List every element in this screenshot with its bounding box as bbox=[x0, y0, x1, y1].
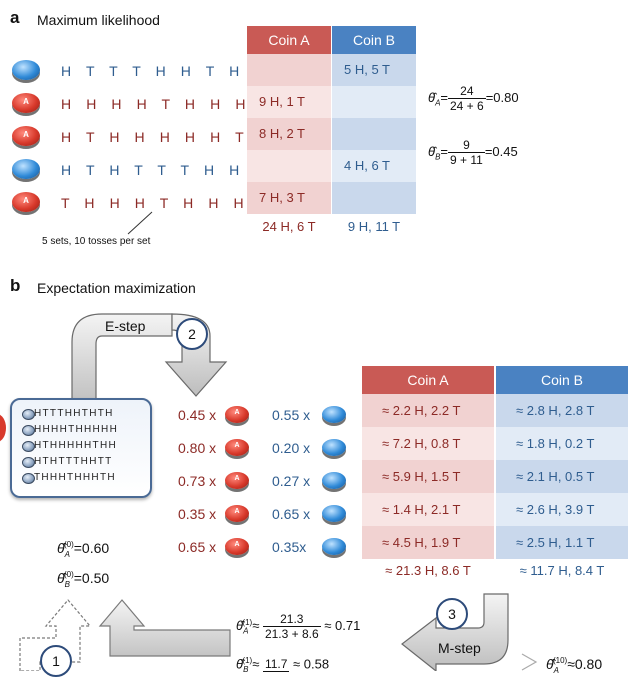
weight-a: 0.80 x bbox=[178, 440, 217, 456]
table-cell: ≈ 2.5 H, 1.1 T bbox=[496, 526, 628, 559]
update-arrows bbox=[19, 599, 231, 671]
table-cell: 9 H, 1 T bbox=[247, 86, 331, 118]
step-1-badge: 1 bbox=[40, 645, 72, 677]
mini-sequence: THHHTHHHTH bbox=[22, 472, 116, 484]
table-cell: 5 H, 5 T bbox=[332, 54, 416, 86]
note-pointer bbox=[127, 211, 153, 235]
table-cell: 4 H, 6 T bbox=[332, 150, 416, 182]
m-step-arrow bbox=[401, 593, 509, 671]
em-table: Coin A Coin B ≈ 2.2 H, 2.2 T ≈ 2.8 H, 2.… bbox=[362, 366, 628, 583]
weight-b: 0.27 x bbox=[272, 473, 311, 489]
final-arrow-icon bbox=[521, 653, 538, 671]
table-cell bbox=[247, 54, 331, 86]
toss-sequence: H H H H T H H H H H bbox=[61, 96, 302, 112]
step-2-badge: 2 bbox=[176, 318, 208, 350]
coin-b-icon bbox=[322, 472, 346, 489]
weight-a: 0.45 x bbox=[178, 407, 217, 423]
mini-sequence: HTHTTTHHTT bbox=[22, 456, 113, 468]
theta-b-den: 9 + 11 bbox=[450, 153, 483, 167]
coin-b-header: Coin B bbox=[496, 366, 628, 394]
coin-a-icon: A bbox=[225, 472, 249, 489]
panel-b-letter: b bbox=[10, 276, 21, 295]
table-cell bbox=[247, 150, 331, 182]
coin-a-icon: A bbox=[225, 538, 249, 555]
coin-a-icon: A bbox=[12, 126, 40, 146]
m-step-label: M-step bbox=[438, 640, 481, 656]
weight-b: 0.35x bbox=[272, 539, 307, 555]
mini-sequence: HTTTHHTHTH bbox=[22, 408, 114, 420]
theta10-a: θ̂A(10)≈0.80 bbox=[546, 656, 603, 675]
panel-b-title: Expectation maximization bbox=[37, 280, 196, 296]
coin-a-icon: A bbox=[12, 93, 40, 113]
coin-b-icon bbox=[322, 505, 346, 522]
coin-b-icon bbox=[12, 159, 40, 179]
weight-a: 0.65 x bbox=[178, 539, 217, 555]
mini-sequence: HHHHTHHHHH bbox=[22, 424, 118, 436]
table-cell bbox=[332, 118, 416, 150]
theta1-b: θ̂B(1)≈ 11.7 ≈ 0.58 bbox=[236, 656, 330, 674]
table-cell: ≈ 2.2 H, 2.2 T bbox=[362, 394, 494, 427]
panel-a-letter: a bbox=[10, 8, 20, 27]
coin-a-icon: A bbox=[12, 192, 40, 212]
theta-b-result: =0.45 bbox=[484, 143, 518, 159]
coin-a-icon: A bbox=[225, 406, 249, 423]
table-cell: 7 H, 3 T bbox=[247, 182, 331, 214]
coin-a-header: Coin A bbox=[247, 26, 331, 54]
toss-sequence: H T T T H H T H T H bbox=[61, 63, 294, 79]
theta-a-den: 24 + 6 bbox=[450, 99, 484, 113]
dataset-box: HTTTHHTHTH HHHHTHHHHH HTHHHHHTHH HTHTTTH… bbox=[10, 398, 152, 498]
coin-b-icon bbox=[12, 60, 40, 80]
weight-a: 0.35 x bbox=[178, 506, 217, 522]
toss-sequence: H T H T T T H H T T bbox=[61, 162, 292, 178]
table-cell bbox=[332, 182, 416, 214]
table-cell: ≈ 5.9 H, 1.5 T bbox=[362, 460, 494, 493]
table-cell: ≈ 7.2 H, 0.8 T bbox=[362, 427, 494, 460]
table-cell: ≈ 4.5 H, 1.9 T bbox=[362, 526, 494, 559]
weight-b: 0.55 x bbox=[272, 407, 311, 423]
e-step-label: E-step bbox=[105, 318, 146, 334]
weight-b: 0.65 x bbox=[272, 506, 311, 522]
theta0-a: θ̂A(0)=0.60 bbox=[57, 540, 110, 559]
coin-b-icon bbox=[322, 538, 346, 555]
toss-sequence: T H H H T H H H T H bbox=[61, 195, 298, 211]
coin-a-header: Coin A bbox=[362, 366, 494, 394]
table-cell: ≈ 2.6 H, 3.9 T bbox=[496, 493, 628, 526]
panel-a-title: Maximum likelihood bbox=[37, 12, 160, 28]
weight-b: 0.20 x bbox=[272, 440, 311, 456]
ml-table: Coin A Coin B 5 H, 5 T 9 H, 1 T 8 H, 2 T… bbox=[247, 26, 416, 240]
coin-b-icon bbox=[322, 406, 346, 423]
mini-sequence: HTHHHHHTHH bbox=[22, 440, 117, 452]
coin-b-header: Coin B bbox=[332, 26, 416, 54]
theta0-b: θ̂B(0)=0.50 bbox=[57, 570, 110, 589]
theta-b-num: 9 bbox=[448, 138, 485, 153]
table-cell: ≈ 1.4 H, 2.1 T bbox=[362, 493, 494, 526]
table-cell: ≈ 2.8 H, 2.8 T bbox=[496, 394, 628, 427]
coin-a-icon: A bbox=[225, 505, 249, 522]
table-cell bbox=[332, 86, 416, 118]
weight-a: 0.73 x bbox=[178, 473, 217, 489]
total-b: 9 H, 11 T bbox=[347, 219, 401, 234]
sets-note: 5 sets, 10 tosses per set bbox=[42, 236, 151, 247]
coin-a-icon: A bbox=[225, 439, 249, 456]
toss-sequence: H T H H H H H T H H bbox=[61, 129, 300, 145]
table-cell: ≈ 1.8 H, 0.2 T bbox=[496, 427, 628, 460]
table-cell: ≈ 2.1 H, 0.5 T bbox=[496, 460, 628, 493]
coin-b-icon bbox=[322, 439, 346, 456]
total-a: ≈ 21.3 H, 8.6 T bbox=[385, 563, 471, 578]
e-step-arrow bbox=[71, 313, 228, 409]
theta-a-num: 24 bbox=[448, 84, 486, 99]
table-cell: 8 H, 2 T bbox=[247, 118, 331, 150]
total-a: 24 H, 6 T bbox=[262, 219, 316, 234]
theta-a-result: =0.80 bbox=[485, 89, 519, 105]
red-marker bbox=[0, 414, 6, 442]
total-b: ≈ 11.7 H, 8.4 T bbox=[519, 563, 605, 578]
step-3-badge: 3 bbox=[436, 598, 468, 630]
